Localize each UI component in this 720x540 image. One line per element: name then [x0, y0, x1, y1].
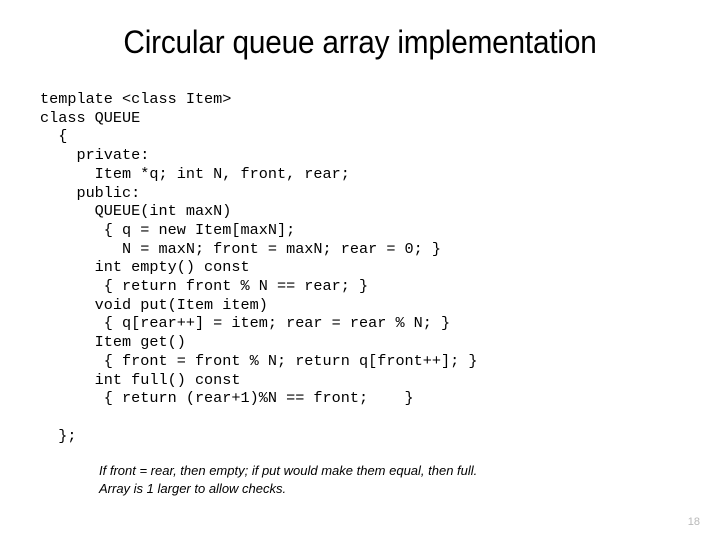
code-line: class QUEUE	[40, 108, 141, 127]
code-line	[40, 408, 680, 427]
page-number: 18	[687, 516, 700, 528]
code-line: void put(Item item)	[40, 295, 268, 314]
code-line: int full() const	[40, 370, 241, 389]
code-line: { q = new Item[maxN];	[40, 220, 296, 239]
code-line: { front = front % N; return q[front++]; …	[40, 351, 478, 370]
code-line: Item *q; int N, front, rear;	[40, 164, 350, 183]
code-listing: template <class Item>class QUEUE { priva…	[40, 90, 680, 445]
footnote-line: Array is 1 larger to allow checks.	[99, 481, 287, 496]
code-line: int empty() const	[40, 258, 250, 277]
code-line: public:	[40, 183, 141, 202]
footnote-group: If front = rear, then empty; if put woul…	[99, 462, 659, 498]
code-line: { return (rear+1)%N == front; }	[40, 389, 414, 408]
footnote-line: If front = rear, then empty; if put woul…	[99, 463, 478, 478]
code-line: };	[40, 426, 77, 445]
code-line: Item get()	[40, 333, 186, 352]
code-line: { q[rear++] = item; rear = rear % N; }	[40, 314, 451, 333]
page-title: Circular queue array implementation	[123, 24, 597, 60]
code-line: {	[40, 127, 68, 146]
code-line: N = maxN; front = maxN; rear = 0; }	[40, 239, 442, 258]
code-line: { return front % N == rear; }	[40, 277, 369, 296]
code-line: template <class Item>	[40, 90, 232, 108]
code-line: QUEUE(int maxN)	[40, 202, 232, 221]
code-line: private:	[40, 146, 150, 165]
